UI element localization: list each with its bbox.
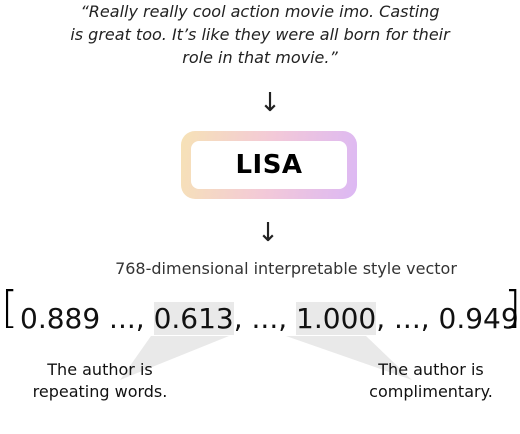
annotation-line: The author is <box>47 360 153 379</box>
callout-left-shape <box>120 336 229 380</box>
vector-close-bracket: ] <box>504 282 520 333</box>
vector-value-highlight: 0.613 <box>153 302 234 335</box>
quote-line-1: “Really really cool action movie imo. Ca… <box>80 2 440 21</box>
model-box: LISA <box>191 141 347 189</box>
vector-segment: , ..., <box>233 302 297 335</box>
input-quote: “Really really cool action movie imo. Ca… <box>40 0 480 69</box>
vector-title: 768-dimensional interpretable style vect… <box>115 259 457 278</box>
quote-line-3: role in that movie.” <box>182 48 338 67</box>
quote-line-2: is great too. It’s like they were all bo… <box>70 25 450 44</box>
vector-open-bracket: [ <box>1 282 19 333</box>
style-vector: 0.889 ..., 0.613, ..., 1.000, ..., 0.949 <box>20 299 519 339</box>
annotation-left: The author is repeating words. <box>10 359 190 403</box>
vector-segment: 0.889 ..., <box>20 302 154 335</box>
vector-value-highlight: 1.000 <box>296 302 377 335</box>
annotation-line: complimentary. <box>369 382 493 401</box>
annotation-line: repeating words. <box>32 382 168 401</box>
down-arrow-icon: ↓ <box>259 88 281 118</box>
annotation-line: The author is <box>378 360 484 379</box>
callout-right-shape <box>286 336 412 380</box>
vector-segment: , ..., 0.949 <box>376 302 519 335</box>
model-label: LISA <box>235 150 303 180</box>
annotation-right: The author is complimentary. <box>346 359 516 403</box>
down-arrow-icon: ↓ <box>257 218 279 248</box>
model-box-frame: LISA <box>181 131 357 199</box>
